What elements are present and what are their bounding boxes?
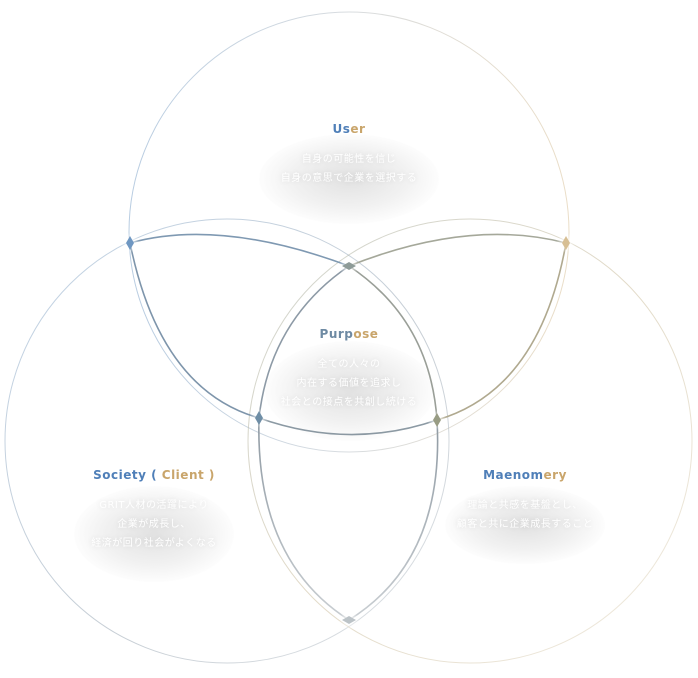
maenomery-circle-outline [247,218,693,664]
node-bottom [339,610,359,630]
society-title: Society ( Client ) [93,468,215,482]
user-circle-outline [128,11,570,453]
node-mid-left [249,408,269,428]
society-halo [74,486,234,582]
arc-maenomery-right [436,242,567,421]
arc-bottom-right [348,419,439,621]
purpose-line: 社会との接点を共創し続ける [280,397,418,408]
user-block: User 自身の可能性を信じ 自身の意思で企業を選択する [249,122,449,224]
purpose-description: 全ての人々の 内在する価値を追求し 社会との接点を共創し続ける [250,355,448,412]
society-line: GRIT人材の活躍により [99,500,209,511]
arc-society-left [129,242,260,419]
maenomery-halo [445,486,605,564]
maenomery-description: 理論と共感を基盤とし、 顧客と共に企業成長すること [440,496,610,534]
arc-purpose-right [348,265,438,421]
society-description: GRIT人材の活躍により 企業が成長し、 経済が回り社会がよくなる [68,496,240,553]
maenomery-line: 顧客と共に企業成長すること [456,519,594,530]
arc-purpose-left [258,265,350,419]
node-mid-right [427,410,447,430]
purpose-halo [265,341,435,441]
node-right [556,233,576,253]
node-top-center [339,256,359,276]
arc-bottom-left [258,417,350,621]
arc-user-maenomery-top [348,233,567,267]
user-halo [259,134,439,224]
society-line: 経済が回り社会がよくなる [91,538,217,549]
maenomery-title: Maenomery [483,468,567,482]
society-block: Society ( Client ) GRIT人材の活躍により 企業が成長し、 … [68,468,240,582]
node-left [120,233,140,253]
maenomery-block: Maenomery 理論と共感を基盤とし、 顧客と共に企業成長すること [440,468,610,564]
user-line: 自身の可能性を信じ [301,154,397,165]
user-title: User [332,122,366,136]
purpose-block: Purpose 全ての人々の 内在する価値を追求し 社会との接点を共創し続ける [250,327,448,441]
maenomery-line: 理論と共感を基盤とし、 [467,500,583,511]
purpose-title: Purpose [319,327,379,341]
purpose-line: 内在する価値を追求し [296,378,402,389]
arc-user-society-top [129,233,350,267]
user-description: 自身の可能性を信じ 自身の意思で企業を選択する [249,150,449,188]
society-line: 企業が成長し、 [117,519,191,530]
purpose-line: 全ての人々の [317,359,381,370]
society-circle-outline [4,218,450,664]
arc-purpose-bottom [258,417,438,436]
user-line: 自身の意思で企業を選択する [280,173,418,184]
